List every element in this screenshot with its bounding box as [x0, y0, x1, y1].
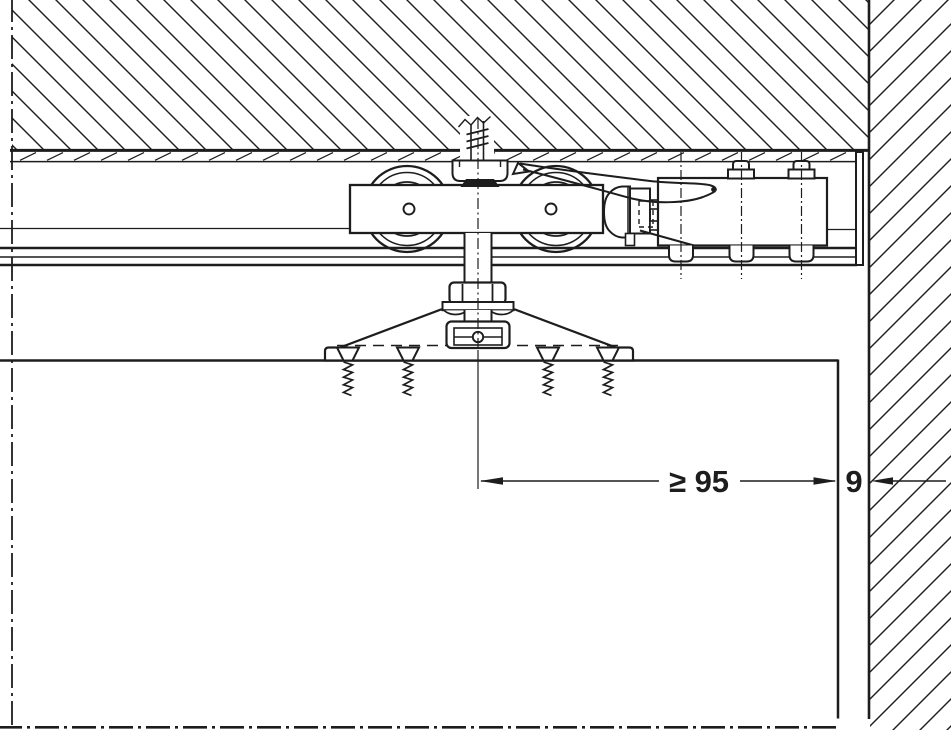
mounting-panel-hatch [19, 152, 847, 161]
dimension-min-clearance: ≥ 95 [477, 350, 837, 499]
carriage-body [348, 183, 605, 235]
screw-head [335, 346, 361, 362]
break-line-squiggle [457, 115, 491, 128]
wall-hatch [870, 0, 951, 730]
stopper-body [656, 176, 829, 247]
arrowhead-left [480, 477, 503, 485]
retainer-spring [511, 161, 717, 204]
dimension-wall-gap: 9 [845, 464, 946, 499]
mounting-feet [668, 245, 815, 263]
stopper-centerlines [680, 152, 803, 279]
wood-screws [335, 346, 621, 397]
arrowhead-right [813, 477, 837, 485]
dimension-label-wall-gap: 9 [845, 464, 862, 499]
screw-head [535, 346, 561, 362]
carriage-hole-right [544, 202, 558, 216]
anti-rattle-insert [460, 179, 500, 187]
ceiling-screw [457, 115, 494, 161]
screw-thread [401, 361, 415, 397]
screw-head [595, 346, 621, 362]
track-end-cap [855, 151, 864, 266]
dimension-label-min-clearance: ≥ 95 [669, 464, 729, 499]
carriage-hole-left [402, 202, 416, 216]
mounting-panel [10, 152, 856, 163]
arrowhead-wall [871, 477, 893, 485]
screw-thread [541, 361, 555, 397]
running-track-rail [0, 246, 857, 267]
screw-head [395, 346, 421, 362]
screw-thread [601, 361, 615, 397]
track-inner-ledge [0, 227, 856, 231]
ceiling-hatch [12, 0, 869, 151]
suspension-clip [451, 159, 509, 182]
door-panel [0, 359, 840, 719]
screw-thread [341, 361, 355, 397]
retainer-stop [511, 152, 829, 279]
